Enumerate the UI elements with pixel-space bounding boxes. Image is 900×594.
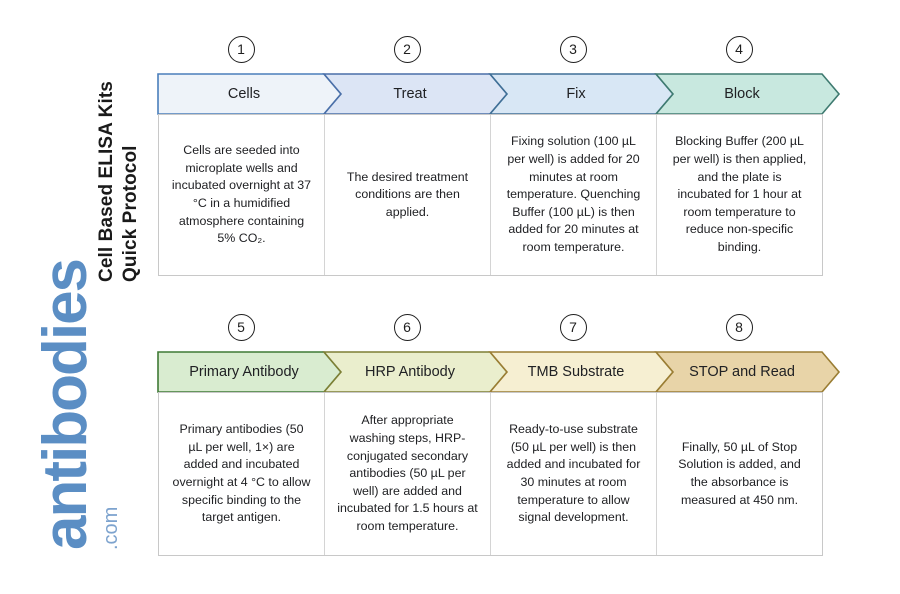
logo-tld: .com: [100, 506, 122, 550]
page-title-line-2: Quick Protocol: [120, 145, 141, 282]
step-chevron-2[interactable]: Treat: [322, 73, 509, 115]
step-label-3: Fix: [566, 86, 586, 102]
step-chevron-1[interactable]: Cells: [157, 73, 343, 115]
step-description-text-3: Fixing solution (100 µL per well) is add…: [506, 134, 641, 255]
step-chevron-3[interactable]: Fix: [488, 73, 675, 115]
step-description-text-4: Blocking Buffer (200 µL per well) is the…: [672, 134, 807, 255]
step-number-badge-3: 3: [559, 36, 587, 63]
step-description-text-8: Finally, 50 µL of Stop Solution is added…: [678, 439, 801, 507]
step-number-badge-5: 5: [227, 314, 255, 341]
step-number-badge-2: 2: [393, 36, 421, 63]
step-number-badge-7: 7: [559, 314, 587, 341]
step-number-strip-2: 5 6 7 8: [158, 314, 840, 352]
step-label-7: TMB Substrate: [527, 364, 625, 380]
step-description-cell-5: Primary antibodies (50 µL per well, 1×) …: [159, 393, 325, 555]
step-description-cell-3: Fixing solution (100 µL per well) is add…: [491, 115, 657, 275]
description-strip-1: Cells are seeded into microplate wells a…: [158, 114, 823, 276]
step-number-badge-1: 1: [227, 36, 255, 63]
description-strip-2: Primary antibodies (50 µL per well, 1×) …: [158, 392, 823, 556]
step-description-text-7: Ready-to-use substrate (50 µL per well) …: [506, 422, 641, 525]
step-label-4: Block: [724, 86, 760, 102]
step-label-6: HRP Antibody: [364, 364, 455, 380]
step-description-cell-4: Blocking Buffer (200 µL per well) is the…: [657, 115, 822, 275]
step-number-badge-8: 8: [725, 314, 753, 341]
step-chevron-4[interactable]: Block: [654, 73, 841, 115]
step-label-5: Primary Antibody: [189, 364, 299, 380]
step-chevron-6[interactable]: HRP Antibody: [322, 351, 509, 393]
step-description-text-1: Cells are seeded into microplate wells a…: [171, 143, 312, 246]
step-number-badge-6: 6: [393, 314, 421, 341]
page-title-line-1: Cell Based ELISA Kits: [96, 81, 117, 282]
step-description-text-2: The desired treatment conditions are the…: [346, 169, 469, 219]
step-description-text-6: After appropriate washing steps, HRP-con…: [337, 413, 478, 534]
step-chevron-5[interactable]: Primary Antibody: [157, 351, 343, 393]
step-number-badge-4: 4: [725, 36, 753, 63]
step-chevron-8[interactable]: STOP and Read: [654, 351, 841, 393]
step-description-cell-1: Cells are seeded into microplate wells a…: [159, 115, 325, 275]
step-description-cell-7: Ready-to-use substrate (50 µL per well) …: [491, 393, 657, 555]
step-description-cell-6: After appropriate washing steps, HRP-con…: [325, 393, 491, 555]
protocol-row-1: 1 2 3 4 Cells Treat Fix Block Cells are seeded…: [157, 36, 841, 276]
step-description-cell-8: Finally, 50 µL of Stop Solution is added…: [657, 393, 822, 555]
page-title: Cell Based ELISA Kits Quick Protocol: [0, 0, 141, 300]
chevron-strip-1: Cells Treat Fix Block: [157, 73, 841, 115]
chevron-strip-2: Primary Antibody HRP Antibody TMB Substrat…: [157, 351, 841, 393]
step-description-text-5: Primary antibodies (50 µL per well, 1×) …: [172, 422, 311, 525]
step-description-cell-2: The desired treatment conditions are the…: [325, 115, 491, 275]
protocol-row-2: 5 6 7 8 Primary Antibody HRP Antibody TMB Sub…: [157, 314, 841, 556]
step-number-strip-1: 1 2 3 4: [158, 36, 840, 74]
step-label-8: STOP and Read: [689, 364, 795, 380]
logo-wordmark: antibodies: [31, 259, 100, 550]
step-chevron-7[interactable]: TMB Substrate: [488, 351, 675, 393]
step-label-2: Treat: [393, 86, 427, 102]
step-label-1: Cells: [227, 86, 261, 102]
antibodies-logo: antibodies .com: [0, 250, 150, 580]
